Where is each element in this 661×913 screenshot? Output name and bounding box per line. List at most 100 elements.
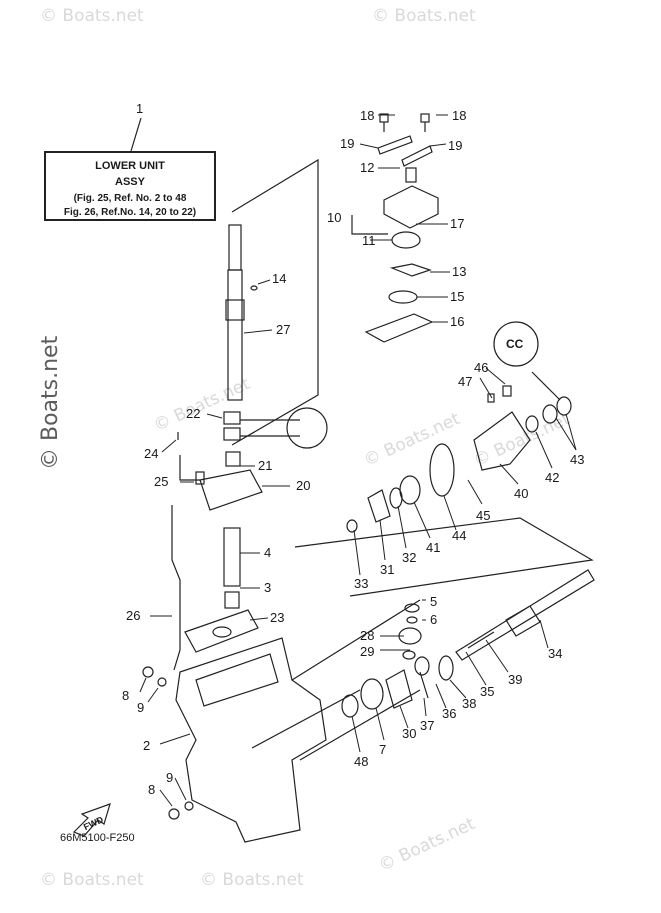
callout-26: 26 <box>126 608 140 623</box>
callout-6: 6 <box>430 612 437 627</box>
callout-16: 16 <box>450 314 464 329</box>
part-26 <box>171 505 181 671</box>
callout-44: 44 <box>452 528 466 543</box>
part-4 <box>223 527 241 587</box>
callout-8: 8 <box>122 688 129 703</box>
part-48 <box>341 694 359 718</box>
callout-24: 24 <box>144 446 158 461</box>
part-16 <box>364 313 434 343</box>
callout-35: 35 <box>480 684 494 699</box>
part-40 <box>473 411 531 471</box>
callout-38: 38 <box>462 696 476 711</box>
callout-40: 40 <box>514 486 528 501</box>
part-31 <box>367 489 391 523</box>
part-30 <box>385 669 413 709</box>
callout-21: 21 <box>258 458 272 473</box>
callout-20: 20 <box>296 478 310 493</box>
part-10-housing <box>383 185 439 229</box>
title-line-1: LOWER UNIT <box>95 160 165 172</box>
callout-28: 28 <box>360 628 374 643</box>
drive-shaft <box>227 269 243 401</box>
part-37 <box>419 671 429 699</box>
callout-10: 10 <box>327 210 341 225</box>
callout-37: 37 <box>420 718 434 733</box>
drive-shaft-top <box>228 224 242 271</box>
callout-3: 3 <box>264 580 271 595</box>
callout-29: 29 <box>360 644 374 659</box>
callout-15: 15 <box>450 289 464 304</box>
callout-43: 43 <box>570 452 584 467</box>
callout-12: 12 <box>360 160 374 175</box>
title-box: LOWER UNIT ASSY (Fig. 25, Ref. No. 2 to … <box>44 151 216 221</box>
part-13 <box>389 263 432 277</box>
watermark-top-left: © Boats.net <box>40 6 144 26</box>
part-15 <box>388 290 418 304</box>
title-line-2: ASSY <box>115 176 145 188</box>
callout-27: 27 <box>276 322 290 337</box>
part-45 <box>429 443 455 497</box>
callout-30: 30 <box>402 726 416 741</box>
callout-11: 11 <box>362 233 376 248</box>
part-3 <box>224 591 240 609</box>
callout-14: 14 <box>272 271 286 286</box>
part-cc <box>493 321 539 367</box>
part-34 <box>455 569 595 661</box>
part-33 <box>346 519 358 533</box>
part-39 <box>467 631 495 649</box>
drive-shaft-collar <box>225 299 245 321</box>
part-38 <box>438 655 454 681</box>
part-41 <box>399 475 421 505</box>
figure-caption: 66M5100-F250 <box>60 832 135 844</box>
watermark-bottom-center: © Boats.net <box>200 870 304 890</box>
callout-45: 45 <box>476 508 490 523</box>
callout-25: 25 <box>154 474 168 489</box>
part-14 <box>250 285 258 291</box>
title-line-4: Fig. 26, Ref.No. 14, 20 to 22) <box>63 207 197 218</box>
callout-36: 36 <box>442 706 456 721</box>
prop-frame <box>294 517 594 597</box>
callout-13: 13 <box>452 264 466 279</box>
callout-48: 48 <box>354 754 368 769</box>
part-23 <box>184 609 259 653</box>
callout-1: 1 <box>136 101 143 116</box>
watermark-bottom-left: © Boats.net <box>40 870 144 890</box>
callout-2: 2 <box>143 738 150 753</box>
callout-19-b: 19 <box>448 138 462 153</box>
callout-32: 32 <box>402 550 416 565</box>
callout-33: 33 <box>354 576 368 591</box>
title-line-3: (Fig. 25, Ref. No. 2 to 48 <box>73 193 187 204</box>
part-32 <box>389 487 403 509</box>
callout-labels: 1 2 3 4 5 6 7 8 9 10 11 12 13 14 15 16 1… <box>82 101 584 832</box>
callout-18: 18 <box>360 108 374 123</box>
callout-42: 42 <box>545 470 559 485</box>
callout-41: 41 <box>426 540 440 555</box>
callout-23: 23 <box>270 610 284 625</box>
part-20 <box>199 469 263 511</box>
callout-17: 17 <box>450 216 464 231</box>
leader-1 <box>130 117 142 152</box>
callout-8-b: 8 <box>148 782 155 797</box>
callout-9: 9 <box>137 700 144 715</box>
callout-34: 34 <box>548 646 562 661</box>
callout-46: 46 <box>474 360 488 375</box>
callout-9-b: 9 <box>166 770 173 785</box>
callout-39: 39 <box>508 672 522 687</box>
callout-7: 7 <box>379 742 386 757</box>
callout-47: 47 <box>458 374 472 389</box>
callout-19: 19 <box>340 136 354 151</box>
callout-18-b: 18 <box>452 108 466 123</box>
part-11 <box>391 231 421 249</box>
lower-case <box>175 637 327 843</box>
callout-5: 5 <box>430 594 437 609</box>
callout-22: 22 <box>186 406 200 421</box>
fwd-arrow <box>72 803 111 837</box>
part-7 <box>360 678 384 710</box>
part-42 <box>525 415 539 433</box>
watermark-top-right: © Boats.net <box>372 6 476 26</box>
callout-31: 31 <box>380 562 394 577</box>
callout-4: 4 <box>264 545 271 560</box>
cc-label: CC <box>506 337 524 351</box>
shaft-frame <box>231 158 319 446</box>
